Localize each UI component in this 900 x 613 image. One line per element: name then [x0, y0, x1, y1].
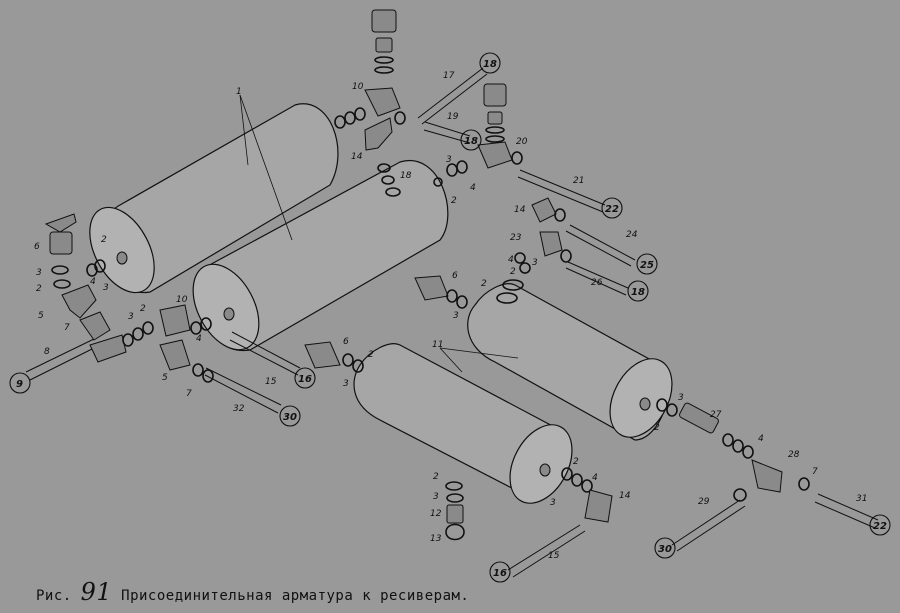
part-label: 14	[351, 152, 363, 162]
part-label: 29	[698, 497, 710, 507]
part-label: 4	[758, 434, 764, 444]
part-label: 12	[430, 509, 442, 519]
callout-ring-9: 9	[9, 372, 31, 394]
part-label: 2	[654, 423, 660, 433]
part-label: 3	[433, 492, 439, 502]
part-label: 15	[265, 377, 277, 387]
part-label: 7	[64, 323, 70, 333]
part-label: 23	[510, 233, 522, 243]
callout-ring-30-bottom: 30	[654, 537, 676, 559]
callout-ring-22-upper: 22	[601, 197, 623, 219]
svg-text:30: 30	[658, 544, 672, 555]
part-label: 13	[430, 534, 442, 544]
fittings	[44, 9, 810, 541]
part-label: 2	[36, 284, 42, 294]
part-label: 2	[101, 235, 107, 245]
callout-ring-16: 16	[294, 367, 316, 389]
part-label: 5	[38, 311, 44, 321]
part-label: 3	[550, 498, 556, 508]
part-label: 28	[788, 450, 800, 460]
callout-ring-22-lower: 22	[869, 514, 891, 536]
svg-text:18: 18	[483, 59, 497, 70]
part-label: 6	[343, 337, 349, 347]
part-label: 2	[573, 457, 579, 467]
label-receiver-1: 1	[236, 87, 242, 97]
part-label: 2	[481, 279, 487, 289]
part-label: 20	[516, 137, 528, 147]
part-label: 3	[532, 258, 538, 268]
callout-ring-18-low: 18	[627, 280, 649, 302]
part-label: 31	[856, 494, 867, 504]
part-label: 7	[186, 389, 192, 399]
callout-ring-18-top: 18	[479, 52, 501, 74]
part-label: 10	[176, 295, 188, 305]
part-label: 3	[36, 268, 42, 278]
part-label: 18	[400, 171, 412, 181]
svg-text:22: 22	[605, 204, 619, 215]
part-label: 8	[44, 347, 50, 357]
part-label: 4	[508, 255, 514, 265]
callout-ring-18-mid: 18	[460, 129, 482, 151]
figure-number: 91	[80, 578, 113, 606]
part-label: 27	[710, 410, 722, 420]
part-label: 3	[343, 379, 349, 389]
part-label: 6	[452, 271, 458, 281]
part-label: 17	[443, 71, 455, 81]
part-label: 19	[447, 112, 459, 122]
part-label: 3	[678, 393, 684, 403]
part-label: 4	[470, 183, 476, 193]
part-label: 2	[510, 267, 516, 277]
callout-ring-25: 25	[636, 253, 658, 275]
callout-rings: 9 16 30 18 18 22 25 18 16 30 22	[9, 52, 891, 583]
part-label: 10	[352, 82, 364, 92]
part-label: 15	[548, 551, 560, 561]
part-label: 24	[626, 230, 638, 240]
tank-labels: 1 11	[236, 87, 443, 350]
part-label: 4	[592, 473, 598, 483]
part-label: 3	[453, 311, 459, 321]
svg-text:16: 16	[298, 374, 312, 385]
callout-ring-30: 30	[279, 405, 301, 427]
part-label: 5	[162, 373, 168, 383]
pipes	[25, 67, 879, 578]
part-label: 32	[233, 404, 245, 414]
part-label: 26	[591, 278, 603, 288]
part-label: 14	[619, 491, 631, 501]
receiver-11-leaders	[439, 347, 519, 373]
part-label: 4	[90, 277, 96, 287]
part-label: 7	[812, 467, 818, 477]
part-label: 6	[34, 242, 40, 252]
svg-text:18: 18	[631, 287, 645, 298]
part-number-labels: 2 3 2 4 3 5 7 6 8 3 2 10 4 5 7 32 15 10 …	[34, 71, 867, 561]
label-receiver-11: 11	[432, 340, 443, 350]
part-label: 3	[103, 283, 109, 293]
svg-text:9: 9	[16, 379, 23, 390]
part-label: 2	[451, 196, 457, 206]
svg-text:16: 16	[493, 568, 507, 579]
caption-prefix: Рис.	[36, 588, 72, 604]
part-label: 2	[433, 472, 439, 482]
receiver-1-leaders	[239, 94, 293, 241]
svg-text:30: 30	[283, 412, 297, 423]
svg-text:25: 25	[640, 260, 654, 271]
part-label: 2	[368, 350, 374, 360]
part-label: 3	[446, 155, 452, 165]
receiver-tank-upper-left	[89, 103, 339, 294]
svg-text:22: 22	[873, 521, 887, 532]
part-label: 14	[514, 205, 526, 215]
svg-text:18: 18	[464, 136, 478, 147]
part-label: 3	[128, 312, 134, 322]
caption-title: Присоединительная арматура к ресиверам.	[121, 588, 470, 604]
part-label: 21	[573, 176, 584, 186]
part-label: 4	[196, 334, 202, 344]
figure-caption: Рис. 91 Присоединительная арматура к рес…	[36, 578, 469, 606]
receiver-tank-right	[467, 283, 673, 441]
callout-ring-16-bottom: 16	[489, 561, 511, 583]
part-label: 2	[140, 304, 146, 314]
